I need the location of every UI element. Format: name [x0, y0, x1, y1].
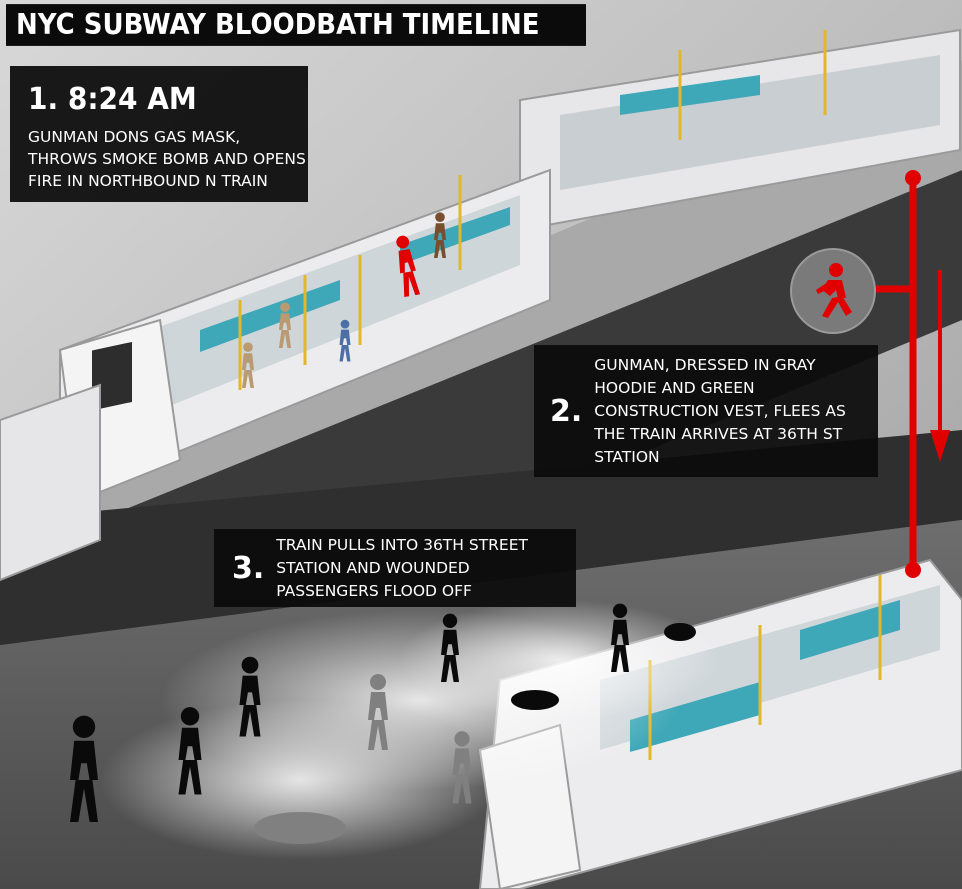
upper-train — [0, 28, 961, 582]
step-3-number: 3. — [232, 550, 265, 586]
gunman-running-icon — [816, 263, 852, 318]
train-car-rear-interior — [560, 55, 940, 190]
step-1-headline: 1. 8:24 AM — [28, 80, 197, 117]
passenger-fallen — [664, 623, 696, 641]
train-seats — [630, 682, 760, 752]
timeline-step-1: 1. 8:24 AM GUNMAN DONS GAS MASK, THROWS … — [10, 66, 308, 202]
gunman-badge — [790, 248, 876, 334]
timeline-arrow-icon — [870, 170, 950, 578]
injured-passengers — [254, 674, 472, 844]
fleeing-passengers — [70, 603, 696, 822]
passenger-fallen — [254, 812, 346, 844]
train-seats — [620, 75, 760, 115]
step-3-text: TRAIN PULLS INTO 36TH STREET STATION AND… — [276, 535, 528, 600]
train-car-front — [0, 383, 101, 582]
lower-train — [478, 558, 962, 889]
train-seats — [400, 207, 510, 265]
passenger-fallen — [511, 690, 559, 710]
timeline-step-3: 3. TRAIN PULLS INTO 36TH STREET STATION … — [214, 529, 576, 607]
step-2-number: 2. — [550, 393, 583, 429]
smoke-cloud — [100, 600, 720, 860]
grab-poles — [238, 30, 827, 390]
page-title: NYC SUBWAY BLOODBATH TIMELINE — [6, 4, 586, 46]
cab-window — [92, 341, 132, 411]
step-2-text: GUNMAN, DRESSED IN GRAY HOODIE AND GREEN… — [594, 355, 846, 466]
timeline-step-2: 2. GUNMAN, DRESSED IN GRAY HOODIE AND GR… — [534, 345, 878, 477]
step-1-text: GUNMAN DONS GAS MASK, THROWS SMOKE BOMB … — [28, 128, 306, 190]
train-seats — [800, 600, 900, 660]
